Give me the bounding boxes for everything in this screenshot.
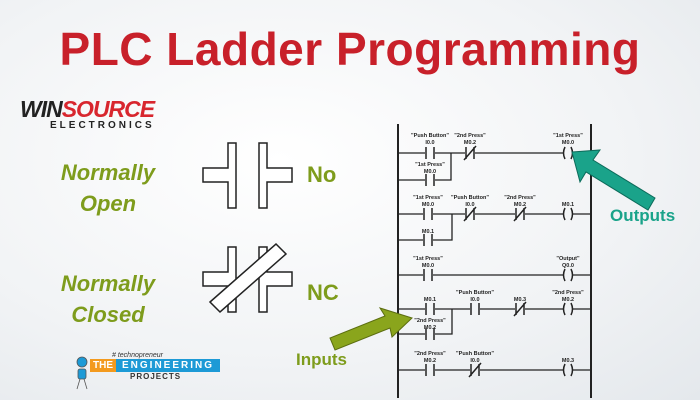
no-contact-icon [423, 234, 433, 246]
r1c2-addr: M0.2 [464, 140, 476, 146]
no-contact-icon [425, 364, 435, 376]
watermark-tag: # technopreneur [112, 352, 163, 359]
watermark-projects: PROJECTS [130, 372, 182, 381]
nc-contact-icon [463, 206, 477, 222]
r2c3-name: "2nd Press" [504, 195, 536, 201]
coil-icon [562, 146, 574, 160]
r1b-addr: M0.0 [424, 169, 436, 175]
inputs-arrow [329, 307, 413, 351]
nc-abbr: NC [307, 280, 339, 305]
r2b-addr: M0.1 [422, 229, 434, 235]
normally-closed-symbol [202, 242, 293, 314]
r3coil-addr: Q0.0 [562, 263, 574, 269]
coil-icon [562, 207, 574, 221]
no-contact-icon [423, 208, 433, 220]
normally-closed-label: Normally Closed [33, 268, 183, 330]
outputs-arrow [571, 149, 656, 211]
r4c3-addr: M0.3 [514, 297, 526, 303]
r3c1-name: "1st Press" [413, 256, 443, 262]
r5c1-name: "2nd Press" [414, 351, 446, 357]
r1c1-name: "Push Button" [411, 133, 449, 139]
r4c2-addr: I0.0 [470, 297, 479, 303]
r1c1-addr: I0.0 [425, 140, 434, 146]
logo-subtitle: ELECTRONICS [50, 120, 155, 131]
inputs-label: Inputs [296, 350, 347, 369]
r5c2-name: "Push Button" [456, 351, 494, 357]
logo-part2: SOURCE [61, 96, 155, 122]
coil-icon [562, 302, 574, 316]
r1b-name: "1st Press" [415, 162, 445, 168]
r1c2-name: "2nd Press" [454, 133, 486, 139]
r3coil-name: "Output" [556, 256, 580, 262]
r2c2-name: "Push Button" [451, 195, 489, 201]
watermark-the: THE [90, 359, 116, 372]
normally-open-label: Normally Open [33, 157, 183, 219]
r3c1-addr: M0.0 [422, 263, 434, 269]
r2coil-addr: M0.1 [562, 202, 574, 208]
no-abbr: No [307, 162, 337, 187]
nc-line1: Normally [60, 271, 156, 296]
outputs-label: Outputs [610, 206, 676, 225]
r5c1-addr: M0.2 [424, 358, 436, 364]
no-contact-icon [423, 269, 433, 281]
r4coil-addr: M0.2 [562, 297, 574, 303]
no-contact-icon [425, 174, 435, 186]
page-title: PLC Ladder Programming [59, 23, 641, 75]
nc-contact-icon [513, 206, 527, 222]
r1coil-addr: M0.0 [562, 140, 574, 146]
r2c3-addr: M0.2 [514, 202, 526, 208]
coil-icon [562, 363, 574, 377]
no-contact-icon [425, 303, 435, 315]
nc-line2: Closed [71, 302, 145, 327]
r4c1-addr: M0.1 [424, 297, 436, 303]
r4b-addr: M0.2 [424, 325, 436, 331]
coil-icon [562, 268, 574, 282]
nc-contact-icon [463, 145, 477, 161]
r4b-name: "2nd Press" [414, 318, 446, 324]
no-contact-icon [425, 147, 435, 159]
logo-part1: WIN [20, 96, 63, 122]
r4c2-name: "Push Button" [456, 290, 494, 296]
r4coil-name: "2nd Press" [552, 290, 584, 296]
r2c1-addr: M0.0 [422, 202, 434, 208]
r2c2-addr: I0.0 [465, 202, 474, 208]
no-contact-icon [425, 328, 435, 340]
no-contact-icon [470, 303, 480, 315]
r1coil-name: "1st Press" [553, 133, 583, 139]
no-line2: Open [79, 191, 137, 216]
engineering-projects-watermark: # technopreneur THE ENGINEERING PROJECTS [70, 352, 221, 381]
no-line1: Normally [60, 160, 156, 185]
r5coil-addr: M0.3 [562, 358, 574, 364]
winsource-logo: WINSOURCE ELECTRONICS [20, 96, 155, 131]
nc-contact-icon [468, 362, 482, 378]
watermark-engineering: ENGINEERING [116, 359, 221, 372]
normally-open-symbol [202, 142, 293, 209]
nc-contact-icon [513, 301, 527, 317]
r2c1-name: "1st Press" [413, 195, 443, 201]
r5c2-addr: I0.0 [470, 358, 479, 364]
robot-mascot-icon [76, 356, 88, 390]
